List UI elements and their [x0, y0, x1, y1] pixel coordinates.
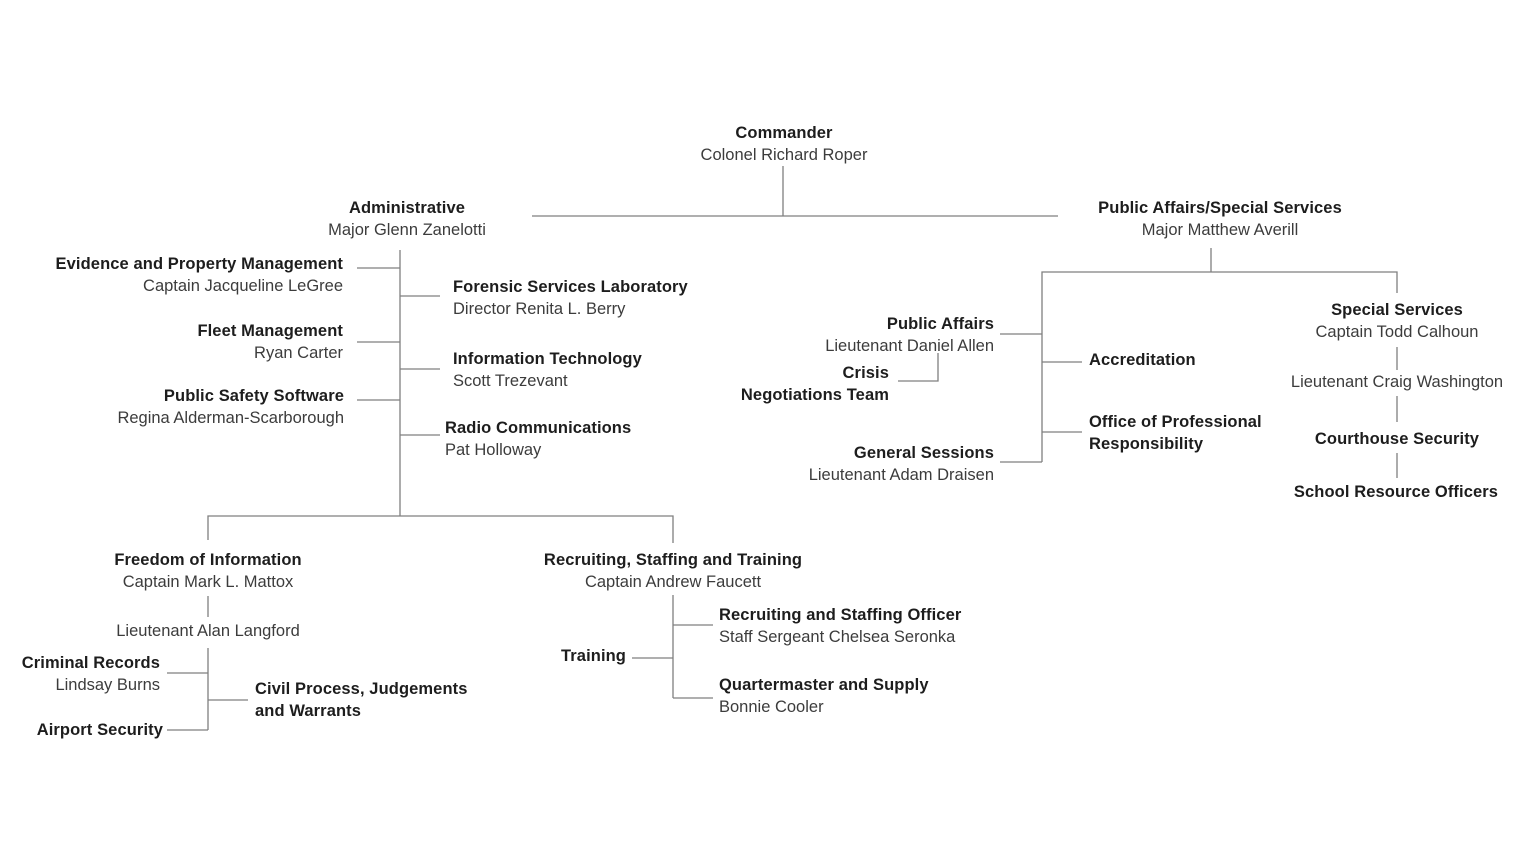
- org-node-person: Captain Todd Calhoun: [1315, 323, 1479, 341]
- org-node-title: Civil Process, Judgements: [255, 680, 468, 698]
- org-node-title: Recruiting and Staffing Officer: [719, 606, 962, 624]
- org-node-title: Commander: [735, 124, 833, 142]
- org-node-person: Pat Holloway: [445, 441, 542, 459]
- org-node-person: Lieutenant Daniel Allen: [825, 337, 994, 355]
- org-node-title: Special Services: [1331, 301, 1463, 319]
- org-node-title: Criminal Records: [21, 654, 160, 672]
- org-node-title: General Sessions: [853, 444, 994, 462]
- org-node-person: Captain Mark L. Mattox: [122, 573, 294, 591]
- org-node-title: Quartermaster and Supply: [719, 676, 929, 694]
- org-node-person: Lindsay Burns: [55, 676, 160, 694]
- org-node-person: Scott Trezevant: [453, 372, 568, 390]
- org-node-person: Lieutenant Adam Draisen: [808, 466, 994, 484]
- org-node-person: Captain Andrew Faucett: [584, 573, 762, 591]
- org-node-alan-langford: Lieutenant Alan Langford: [116, 620, 300, 642]
- org-node-title: Radio Communications: [445, 419, 632, 437]
- org-node-title: Training: [561, 647, 626, 665]
- org-node-title: Crisis: [842, 364, 889, 382]
- org-node-person: Bonnie Cooler: [719, 698, 824, 716]
- org-node-title: Administrative: [348, 199, 465, 217]
- org-node-person: Regina Alderman-Scarborough: [117, 409, 344, 427]
- org-node-title: Public Affairs/Special Services: [1098, 199, 1342, 217]
- org-node-craig-washington: Lieutenant Craig Washington: [1291, 371, 1503, 393]
- connector-pass-row: [1041, 271, 1398, 462]
- org-node-title: Courthouse Security: [1314, 430, 1480, 448]
- org-node-title: Office of Professional: [1089, 413, 1262, 431]
- org-node-title: School Resource Officers: [1293, 483, 1499, 501]
- org-node-person: Lieutenant Craig Washington: [1290, 373, 1504, 391]
- org-node-title: and Warrants: [255, 702, 362, 720]
- org-node-title: Fleet Management: [197, 322, 343, 340]
- connector-bottom-row: [207, 515, 674, 543]
- org-node-person: Director Renita L. Berry: [453, 300, 626, 318]
- org-node-airport-security: Airport Security: [37, 719, 163, 741]
- org-node-title: Information Technology: [453, 350, 642, 368]
- org-node-person: Captain Jacqueline LeGree: [143, 277, 343, 295]
- org-node-person: Ryan Carter: [254, 344, 343, 362]
- org-node-title: Freedom of Information: [114, 551, 302, 569]
- org-node-school-resource-officers: School Resource Officers: [1294, 481, 1498, 503]
- org-node-title: Accreditation: [1089, 351, 1196, 369]
- org-node-title: Recruiting, Staffing and Training: [543, 551, 803, 569]
- connector-crisis-hook: [898, 353, 939, 382]
- org-node-person: Major Matthew Averill: [1141, 221, 1299, 239]
- org-node-person: Lieutenant Alan Langford: [116, 622, 300, 640]
- org-node-accreditation: Accreditation: [1089, 349, 1196, 371]
- org-node-title: Evidence and Property Management: [55, 255, 343, 273]
- org-node-courthouse-security: Courthouse Security: [1315, 428, 1479, 450]
- org-node-title: Public Affairs: [886, 315, 994, 333]
- org-node-title: Negotiations Team: [740, 386, 889, 404]
- org-node-title: Forensic Services Laboratory: [453, 278, 688, 296]
- org-node-title: Responsibility: [1089, 435, 1204, 453]
- org-node-person: Staff Sergeant Chelsea Seronka: [719, 628, 956, 646]
- org-node-training: Training: [561, 645, 626, 667]
- org-node-person: Colonel Richard Roper: [700, 146, 868, 164]
- org-node-title: Airport Security: [36, 721, 163, 739]
- org-node-civil-process-judgements-warrants: Civil Process, Judgements and Warrants: [255, 678, 468, 722]
- org-node-person: Major Glenn Zanelotti: [328, 221, 486, 239]
- org-node-title: Public Safety Software: [163, 387, 344, 405]
